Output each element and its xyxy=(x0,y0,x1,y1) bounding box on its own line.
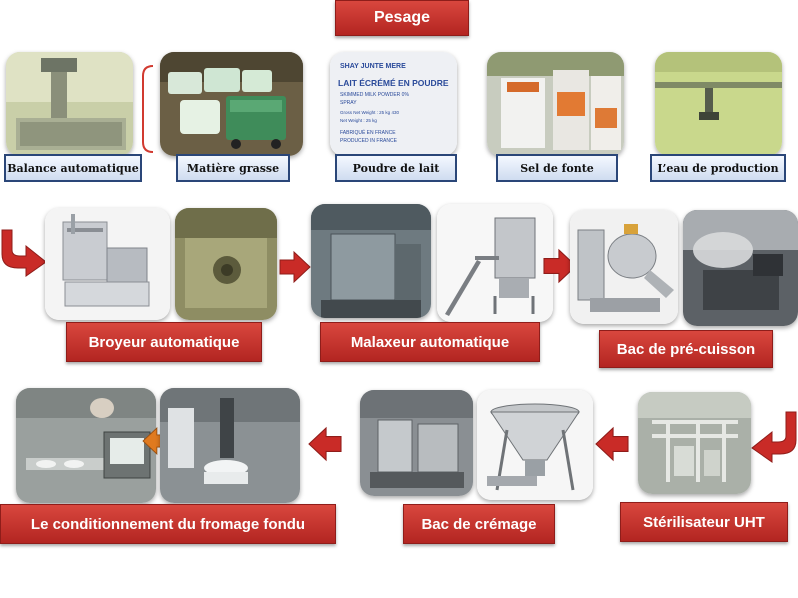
title-pesage: Pesage xyxy=(335,0,469,36)
bag-print-line2: LAIT ÉCRÉMÉ EN POUDRE xyxy=(338,78,449,88)
bag-print-line8: PRODUCED IN FRANCE xyxy=(340,138,398,144)
photo-eau-de-production xyxy=(655,52,782,156)
photo-matiere-grasse xyxy=(160,52,303,156)
curved-arrow-down-left-icon xyxy=(751,411,798,463)
photo-malaxeur-1 xyxy=(311,204,431,318)
label-balance: Balance automatique xyxy=(4,154,142,182)
photo-balance xyxy=(6,52,133,156)
photo-broyeur-2 xyxy=(175,208,277,320)
label-sterilisateur-uht: Stérilisateur UHT xyxy=(620,502,788,542)
photo-poudre-de-lait: SHAY JUNTE MERE LAIT ÉCRÉMÉ EN POUDRE SK… xyxy=(330,52,457,156)
photo-precuisson-1 xyxy=(570,210,678,324)
bag-print-line5: Gross Net Weight : 25 kg 430 xyxy=(340,110,399,115)
label-matiere-grasse: Matière grasse xyxy=(176,154,290,182)
bag-print-line1: SHAY JUNTE MERE xyxy=(340,63,406,70)
photo-sterilisateur xyxy=(638,392,751,494)
label-broyeur-automatique: Broyeur automatique xyxy=(66,322,262,362)
bag-print-line6: Net Weight : 25 kg xyxy=(340,118,377,123)
photo-cremage-1 xyxy=(360,390,473,496)
photo-conditionnement-1 xyxy=(16,388,156,503)
bag-print-line4: SPRAY xyxy=(340,100,357,106)
photo-precuisson-2 xyxy=(683,210,798,326)
label-conditionnement: Le conditionnement du fromage fondu xyxy=(0,504,336,544)
photo-malaxeur-2 xyxy=(437,204,553,322)
photo-broyeur-1 xyxy=(45,208,170,320)
curved-arrow-left-icon xyxy=(0,228,48,277)
label-poudre-de-lait: Poudre de lait xyxy=(335,154,457,182)
bag-print-line3: SKIMMED MILK POWDER 0% xyxy=(340,92,409,98)
arrow-left-icon xyxy=(595,426,629,462)
label-sel-de-fonte: Sel de fonte xyxy=(496,154,618,182)
arrow-right-icon xyxy=(543,248,577,284)
arrow-left-icon xyxy=(308,426,342,462)
bracket-icon xyxy=(142,65,154,153)
bag-print-line7: FABRIQUÉ EN FRANCE xyxy=(340,129,396,136)
label-malaxeur-automatique: Malaxeur automatique xyxy=(320,322,540,362)
arrow-right-icon xyxy=(279,250,311,284)
photo-cremage-2 xyxy=(477,390,593,500)
photo-conditionnement-2 xyxy=(160,388,300,503)
label-bac-de-cremage: Bac de crémage xyxy=(403,504,555,544)
label-bac-pre-cuisson: Bac de pré-cuisson xyxy=(599,330,773,368)
photo-sel-de-fonte xyxy=(487,52,624,156)
label-eau-de-production: L’eau de production xyxy=(650,154,786,182)
